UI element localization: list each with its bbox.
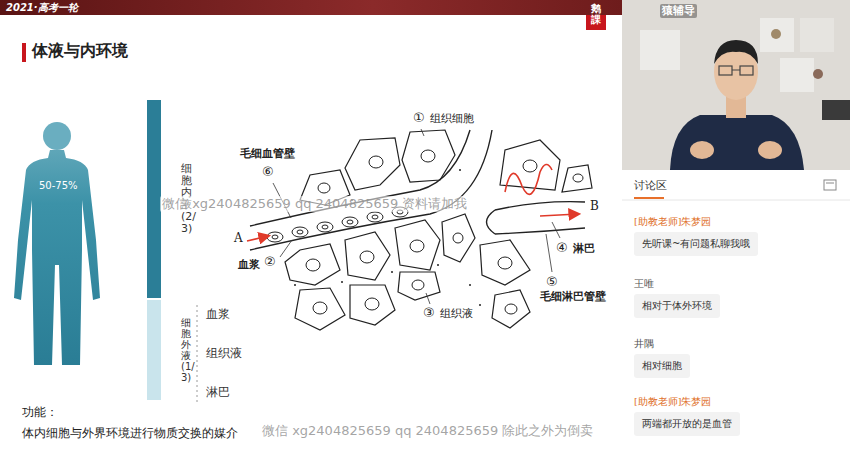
- title-accent: [22, 43, 26, 62]
- fluid-name: 血浆: [206, 307, 230, 322]
- part-name: 血浆: [238, 258, 260, 272]
- fluid-name: 组织液: [206, 346, 242, 361]
- watermark: 微信 xg2404825659 qq 2404825659 除此之外为倒卖: [262, 423, 593, 439]
- percent-label: 50-75%: [39, 180, 78, 193]
- slide-title: 体液与内环境: [32, 41, 128, 61]
- part-name: 组织细胞: [430, 112, 474, 126]
- header-band: 2021·高考一轮: [0, 0, 622, 15]
- chat-bubble: 相对于体外环境: [634, 294, 720, 318]
- lymph-capillary: [487, 202, 586, 234]
- human-figure: [14, 150, 100, 365]
- chat-bubble: 两端都开放的是血管: [634, 412, 740, 436]
- part-name: 毛细淋巴管壁: [540, 290, 606, 304]
- tab-underline: [634, 197, 664, 199]
- bracket-line: [197, 305, 198, 402]
- chat-author: [助教老师]朱梦园: [634, 396, 711, 408]
- part-name: 组织液: [440, 307, 473, 321]
- callout-number: ⑤: [546, 274, 558, 290]
- panel-icon-line: [826, 183, 834, 184]
- point-letter: A: [234, 231, 243, 246]
- figure-head: [43, 122, 71, 150]
- chat-bubble: 先听课~有问题私聊我哦: [634, 232, 758, 256]
- bar-fill: [147, 300, 161, 400]
- discussion-panel: [622, 170, 850, 460]
- chat-author: [助教老师]朱梦园: [634, 216, 711, 228]
- callout-number: ④: [556, 240, 568, 256]
- callout-number: ③: [423, 305, 435, 321]
- fluid-bar: 细胞外液(1/3): [147, 300, 207, 400]
- teacher: [670, 40, 804, 170]
- video-panel: [622, 0, 850, 170]
- callout-number: ⑥: [262, 164, 274, 180]
- chat-text: 相对细胞: [642, 359, 682, 373]
- brand-logo: 猿辅导: [660, 4, 697, 18]
- part-name: 淋巴: [573, 242, 595, 256]
- part-name: 毛细血管壁: [240, 147, 295, 161]
- chat-text: 相对于体外环境: [642, 299, 712, 313]
- chat-text: 先听课~有问题私聊我哦: [642, 237, 750, 251]
- chat-author: 井隅: [634, 338, 654, 350]
- panel-icon: [824, 180, 836, 190]
- bar-fill: [147, 100, 161, 298]
- point-letter: B: [590, 199, 599, 214]
- leader-lines: [273, 129, 560, 304]
- function-heading: 功能：: [22, 405, 58, 420]
- chat-bubble: 相对细胞: [634, 354, 690, 378]
- tab-label: 讨论区: [634, 179, 667, 193]
- fluid-dots: [294, 169, 481, 306]
- function-text: 体内细胞与外界环境进行物质交换的媒介: [22, 426, 238, 441]
- watermark: 微信 xg2404825659 qq 2404825659 资料请加我: [160, 196, 469, 212]
- logo-text: 鹅課: [591, 3, 601, 25]
- wall-decor: [640, 18, 850, 120]
- fluid-name: 淋巴: [206, 385, 230, 400]
- header-text: 2021·高考一轮: [0, 0, 622, 15]
- callout-number: ①: [413, 110, 425, 126]
- vertical-label: 细胞外液(1/3): [181, 317, 191, 383]
- chat-author: 王唯: [634, 278, 654, 290]
- callout-number: ②: [264, 254, 276, 270]
- panel-divider: [622, 200, 850, 201]
- chat-text: 两端都开放的是血管: [642, 417, 732, 431]
